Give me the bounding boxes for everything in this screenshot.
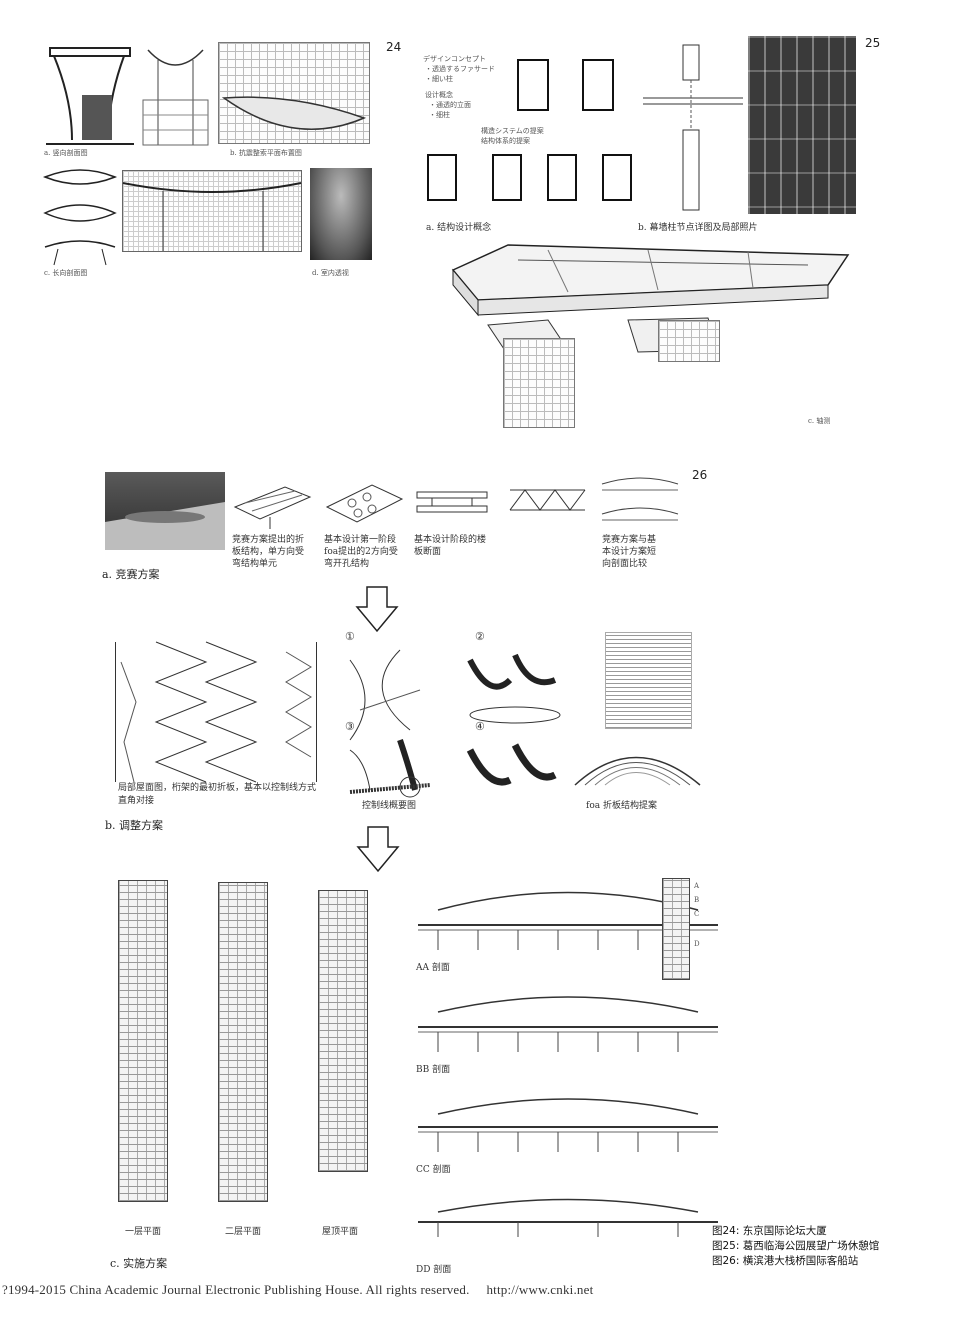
legend-item-26: 图26: 横滨港大栈桥国际客船站: [712, 1255, 859, 1267]
fig24-interior-photo: [310, 168, 372, 260]
fig26-comp-drawing-3: [412, 484, 492, 524]
circle-2: ②: [475, 630, 485, 643]
fig26-section-a: a. 竞赛方案: [102, 568, 160, 581]
fig24-section-sketch: [46, 47, 134, 145]
fig25-frame-sketches: [427, 59, 632, 201]
fig26-roof-caption: 局部屋面图，桁架的最初折板，基本以控制线方式直角对接: [118, 783, 317, 806]
fig25-axon-grid: [503, 338, 575, 428]
key-letter-a: A: [694, 882, 700, 890]
footer: ?1994-2015 China Academic Journal Electr…: [2, 1282, 952, 1298]
fig25-concept-cn: 设计概念: [425, 91, 453, 99]
legend-item-24: 图24: 东京国际论坛大厦: [712, 1225, 827, 1237]
fig26-folded-plate: [233, 486, 312, 529]
fig26-plan-label-1: 一层平面: [125, 1227, 162, 1237]
fig26-truss: [509, 489, 586, 511]
fig26-roof-plan: [115, 641, 317, 783]
fig24-lens-sketches: [42, 169, 118, 266]
fig24-caption-d: d. 室内透视: [312, 269, 349, 277]
fig26-roof-triangles: [120, 641, 312, 783]
fig25-structure-cn: 结构体系的提案: [481, 137, 530, 145]
fig24-caption-c: c. 长向剖面图: [44, 269, 88, 277]
fig26-comp-drawing-2: [322, 477, 407, 532]
fig25-facade-cn: ・通透的立面: [429, 101, 471, 109]
fig26-plan-label-3: 屋顶平面: [322, 1227, 359, 1237]
fig26-comp-drawing-5: [600, 472, 680, 527]
figure-26-adjustment: 局部屋面图，桁架的最初折板，基本以控制线方式直角对接 ① ② ③ ④ 控制线概要…: [100, 630, 720, 835]
circle-3: ③: [345, 720, 355, 733]
fig26-perforated-structure: [325, 484, 404, 523]
fig24-sketch-c: [40, 165, 120, 275]
fig25-facade-jp: ・透過するファサード: [425, 65, 495, 73]
fig26-section-dd: [418, 1198, 718, 1237]
fig26-section-c: c. 实施方案: [110, 1257, 168, 1270]
circle-1: ①: [345, 630, 355, 643]
key-letter-c: C: [694, 910, 700, 918]
fig26-plan-1f: [118, 880, 168, 1202]
fig26-section-label-aa: AA 剖面: [416, 963, 450, 973]
fig25-number: 25: [865, 36, 881, 50]
fig26-plan-label-2: 二层平面: [225, 1227, 262, 1237]
circle-4: ④: [475, 720, 485, 733]
fig24-caption-a: a. 竖向剖面图: [44, 149, 88, 157]
fig24-plan-b: [218, 42, 370, 144]
fig26-section-label-bb: BB 剖面: [416, 1065, 451, 1075]
fig26-section-comparison: [601, 477, 679, 521]
fig25-column-detail: [643, 44, 743, 211]
fig26-control-caption: 控制线概要图: [362, 801, 417, 811]
footer-url[interactable]: http://www.cnki.net: [486, 1282, 594, 1297]
fig25-caption-c: c. 轴测: [808, 417, 831, 425]
fig26-number: 26: [692, 468, 708, 482]
fig24-sketch-a: [42, 40, 137, 150]
key-letter-d: D: [694, 940, 700, 948]
figure-legend: 图24: 东京国际论坛大厦 图25: 葛西临海公园展望广场休憩馆 图26: 横滨…: [712, 1224, 879, 1269]
fig26-slab-section: [416, 491, 488, 513]
down-arrow-2: [356, 826, 400, 873]
fig25-detail-drawing: [643, 40, 743, 215]
fig26-section-label-dd: DD 剖面: [416, 1265, 452, 1275]
fig26-plan-2f: [218, 882, 268, 1202]
fig24-number: 24: [386, 40, 402, 54]
legend-item-25: 图25: 葛西临海公园展望广场休憩馆: [712, 1240, 880, 1252]
fig25-caption-a: a. 结构设计概念: [426, 223, 492, 233]
fig26-key-plan: [662, 878, 690, 980]
fig26-comp-drawing-1: [230, 477, 315, 532]
fig26-comp-drawing-4: [505, 482, 590, 522]
fig26-comp-text-2: 基本设计第一阶段foa提出的2方向受弯开孔结构: [324, 535, 398, 569]
fig26-plan-roof: [318, 890, 368, 1172]
fig26-comp-text-4: 竞赛方案与基本设计方案短向剖面比较: [602, 535, 657, 569]
down-arrow-1: [355, 586, 399, 633]
fig26-section-cc: [418, 1098, 718, 1152]
fig25-structure-jp: 構造システムの提案: [481, 127, 544, 135]
fig25-column-cn: ・细柱: [429, 111, 450, 119]
fig25-column-jp: ・細い柱: [425, 75, 453, 83]
figure-26-competition: 26 竞赛方案提出的折板结构，单方向受弯结构单元 基本设计第一阶段foa提出的2…: [100, 462, 720, 582]
fig24-caption-b: b. 抗震整索平面布置图: [230, 149, 302, 157]
fig26-foa-folded-plate: [574, 756, 701, 786]
key-letter-b: B: [694, 896, 700, 904]
fig24-long-section: [122, 170, 302, 252]
figure-25: デザインコンセプト ・透過するファサード ・細い柱 设计概念 ・通透的立面 ・细…: [418, 30, 888, 430]
fig25-axon-grid-2: [658, 320, 720, 362]
fig26-foa-text-sheet: [605, 632, 692, 729]
fig26-section-label-cc: CC 剖面: [416, 1165, 451, 1175]
fig25-facade-photo: [748, 36, 856, 214]
fig26-comp-text-1: 竞赛方案提出的折板结构，单方向受弯结构单元: [232, 535, 305, 569]
fig26-render-shapes: [105, 502, 225, 550]
fig26-control-line-sketches: [349, 649, 561, 798]
figure-24: a. 竖向剖面图 24 b. 抗震整索平面布置图 c. 长向剖面图 d. 室内透…: [30, 30, 410, 300]
fig24-section-drawing: [142, 49, 209, 146]
fig25-caption-b: b. 幕墙柱节点详图及局部照片: [638, 223, 758, 233]
fig26-section-bb: [418, 996, 718, 1052]
figure-26-implementation: 一层平面 二层平面 屋顶平面 AA 剖面 BB 剖面 CC 剖面 DD 剖面 A…: [100, 870, 910, 1275]
fig25-concept-jp: デザインコンセプト: [423, 55, 486, 63]
footer-copyright: ?1994-2015 China Academic Journal Electr…: [2, 1282, 470, 1297]
fig26-render-photo: [105, 472, 225, 550]
fig24-sketch-a2: [138, 40, 213, 150]
fig26-foa-caption: foa 折板结构提案: [586, 801, 657, 811]
fig26-comp-text-3: 基本设计阶段的楼板断面: [414, 535, 487, 557]
fig24-long-section-curve: [122, 182, 302, 251]
fig25-concept-sketch: デザインコンセプト ・透過するファサード ・細い柱 设计概念 ・通透的立面 ・细…: [423, 40, 633, 220]
fig24-plan-ellipse: [221, 96, 367, 130]
fig26-section-b: b. 调整方案: [105, 819, 164, 832]
